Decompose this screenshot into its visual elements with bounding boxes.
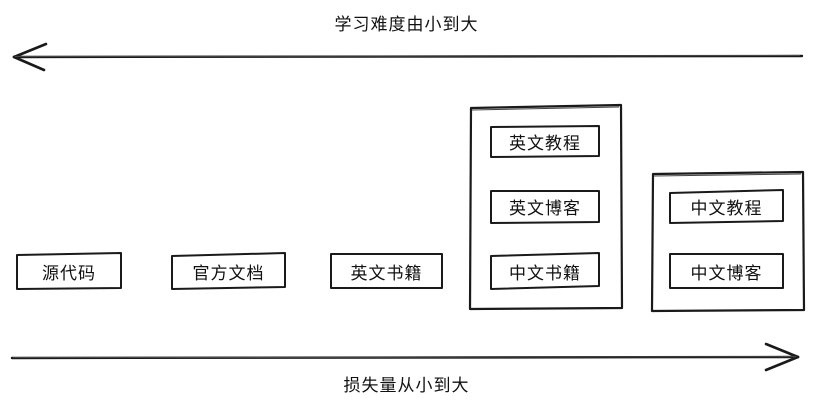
arrow-left-icon bbox=[12, 42, 804, 72]
node-official-docs[interactable]: 官方文档 bbox=[170, 252, 287, 291]
node-english-blog[interactable]: 英文博客 bbox=[489, 189, 601, 225]
node-english-books[interactable]: 英文书籍 bbox=[329, 252, 444, 291]
node-label: 源代码 bbox=[42, 263, 96, 283]
node-label: 中文教程 bbox=[690, 199, 763, 218]
node-chinese-books[interactable]: 中文书籍 bbox=[489, 252, 601, 291]
bottom-axis-label: 损失量从小到大 bbox=[343, 376, 470, 395]
node-english-tutorial[interactable]: 英文教程 bbox=[489, 124, 601, 159]
top-axis-label: 学习难度由小到大 bbox=[334, 15, 479, 34]
node-chinese-tutorial[interactable]: 中文教程 bbox=[668, 189, 785, 225]
node-label: 英文教程 bbox=[509, 133, 581, 153]
node-label: 中文书籍 bbox=[509, 263, 581, 283]
node-label: 中文博客 bbox=[690, 263, 763, 283]
node-label: 英文书籍 bbox=[350, 263, 423, 283]
node-label: 英文博客 bbox=[509, 199, 581, 218]
node-chinese-blog[interactable]: 中文博客 bbox=[668, 252, 785, 291]
node-source-code[interactable]: 源代码 bbox=[15, 252, 123, 291]
node-label: 官方文档 bbox=[192, 263, 265, 283]
